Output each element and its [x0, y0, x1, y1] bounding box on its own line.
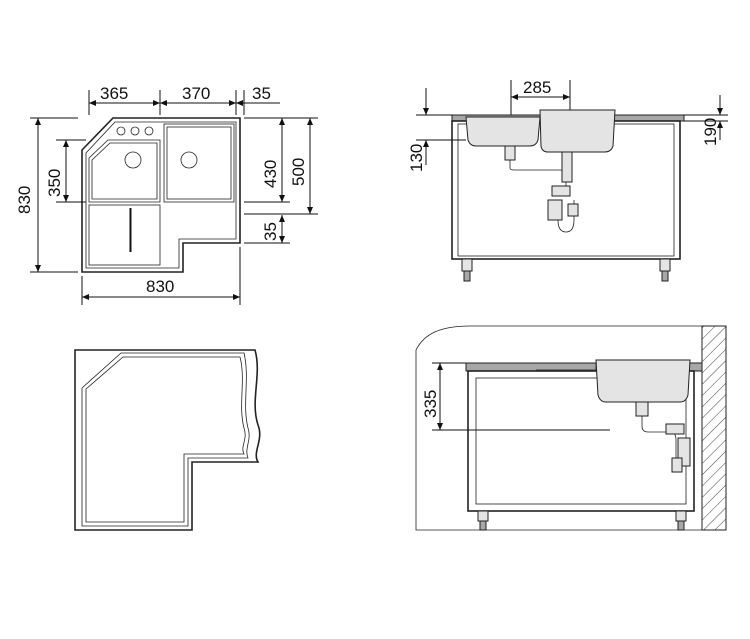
- dim-130-label: 130: [407, 144, 426, 172]
- front-view: 285 130 190: [407, 78, 728, 282]
- dim-430-label: 430: [261, 160, 280, 188]
- dim-335-label: 335: [421, 390, 440, 418]
- dim-370-label: 370: [182, 84, 210, 103]
- front-leg-right: [659, 258, 671, 272]
- template-inner: [85, 356, 246, 523]
- cutout-template: [74, 349, 261, 531]
- top-view: 365 370 35 830 350 830 430 500 35: [15, 84, 318, 305]
- dim-830-horizontal-label: 830: [146, 277, 174, 296]
- front-bowl-right: [539, 109, 616, 153]
- wall: [701, 325, 727, 531]
- side-bowl: [595, 359, 691, 403]
- dim-365-label: 365: [100, 84, 128, 103]
- tap-hole-3: [144, 126, 154, 136]
- side-view: 335: [415, 325, 727, 531]
- tap-hole-2: [130, 126, 140, 136]
- side-cabinet: [467, 370, 695, 512]
- template-outline: [74, 349, 261, 531]
- left-bowl: [88, 139, 161, 203]
- dim-35-top-label: 35: [252, 84, 271, 103]
- dim-830-vertical-label: 830: [15, 186, 34, 214]
- right-bowl: [163, 123, 235, 203]
- sink-outline: [81, 117, 241, 273]
- room-outline: [415, 325, 702, 531]
- dim-285-label: 285: [523, 78, 551, 97]
- right-drain: [180, 151, 198, 169]
- dim-500-label: 500: [289, 158, 308, 186]
- left-drain: [124, 151, 142, 169]
- dim-190-label: 190: [701, 118, 720, 146]
- front-leg-left: [461, 258, 473, 272]
- dim-35-right-label: 35: [261, 222, 280, 241]
- dim-350-label: 350: [45, 169, 64, 197]
- side-leg-right: [675, 510, 687, 522]
- drainer-area: [88, 204, 161, 266]
- front-bowl-left: [465, 116, 541, 147]
- side-leg-left: [477, 510, 489, 522]
- tap-hole-1: [116, 126, 126, 136]
